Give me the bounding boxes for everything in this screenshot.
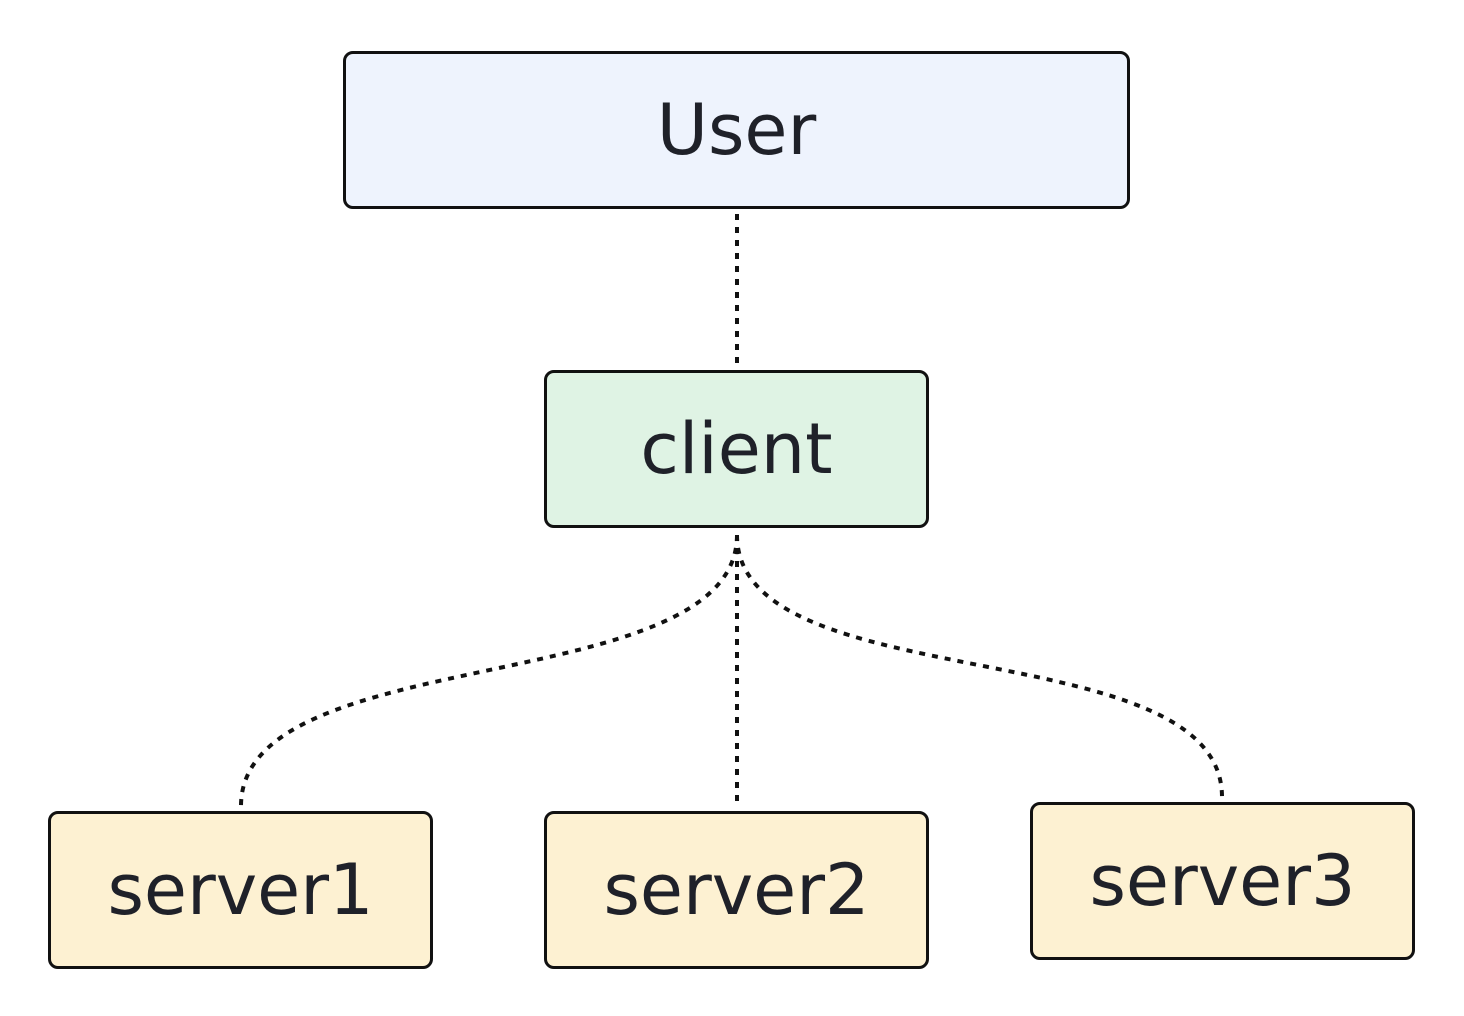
user-node[interactable]: User <box>343 51 1130 209</box>
server1-node-label: server1 <box>107 849 374 931</box>
edge-client-server3 <box>735 534 1224 798</box>
edge-client-server1 <box>239 534 739 807</box>
server3-node-label: server3 <box>1089 840 1356 922</box>
server2-node-label: server2 <box>603 849 870 931</box>
client-node[interactable]: client <box>544 370 929 528</box>
client-node-label: client <box>640 408 833 490</box>
user-node-label: User <box>656 89 817 171</box>
server1-node[interactable]: server1 <box>48 811 433 969</box>
server2-node[interactable]: server2 <box>544 811 929 969</box>
server3-node[interactable]: server3 <box>1030 802 1415 960</box>
